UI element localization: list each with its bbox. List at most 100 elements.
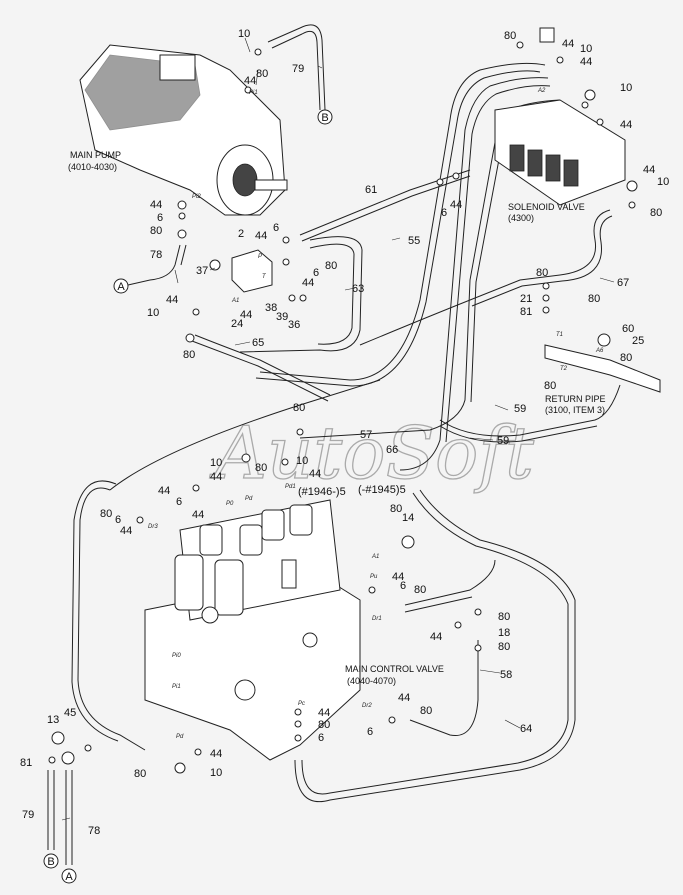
part-number: 44 xyxy=(255,230,267,242)
part-number: 44 xyxy=(240,309,252,321)
caption-main-control-valve-code: (4040-4070) xyxy=(347,676,396,686)
part-number: 80 xyxy=(504,30,516,42)
part-number: 60 xyxy=(622,323,634,335)
part-number: 80 xyxy=(588,293,600,305)
part-number: 80 xyxy=(544,380,556,392)
part-number: 80 xyxy=(256,68,268,80)
caption-solenoid-valve-code: (4300) xyxy=(508,213,534,223)
part-number: 10 xyxy=(296,455,308,467)
part-number: 78 xyxy=(88,825,100,837)
connector-a-left-label: A xyxy=(117,281,125,293)
part-number: 38 xyxy=(265,302,277,314)
part-number: 80 xyxy=(414,584,426,596)
part-number: 44 xyxy=(120,525,132,537)
part-number: 80 xyxy=(420,705,432,717)
captions: MAIN PUMP (4010-4030) SOLENOID VALVE (43… xyxy=(68,150,606,686)
part-number: 10 xyxy=(580,43,592,55)
part-number: 44 xyxy=(430,631,442,643)
part-number: 6 xyxy=(318,732,324,744)
part-number: 6 xyxy=(367,726,373,738)
caption-return-pipe: RETURN PIPE xyxy=(545,394,606,404)
connector-b-bottom xyxy=(43,853,59,869)
part-number: 44 xyxy=(562,38,574,50)
part-number: 80 xyxy=(536,267,548,279)
serial-note-to-1945: (-#1945)5 xyxy=(358,484,406,496)
part-number: 44 xyxy=(158,485,170,497)
port-label: A6 xyxy=(595,348,604,354)
part-number: 80 xyxy=(498,611,510,623)
fittings xyxy=(48,41,638,774)
leader-lines xyxy=(61,37,615,821)
part-number: 80 xyxy=(318,719,330,731)
part-number-labels: 10 44 80 79 80 44 10 44 10 44 44 10 80 6… xyxy=(20,28,669,837)
part-number: 44 xyxy=(309,468,321,480)
port-label: T xyxy=(262,274,267,280)
caption-return-pipe-code: (3100, ITEM 3) xyxy=(545,405,605,415)
port-label: Pu xyxy=(370,574,378,580)
port-label: Dr1 xyxy=(372,616,382,622)
part-number: 80 xyxy=(150,225,162,237)
connector-a-left xyxy=(113,278,129,294)
part-number: 6 xyxy=(400,580,406,592)
part-number: 6 xyxy=(157,212,163,224)
part-number: 80 xyxy=(183,349,195,361)
part-number: 57 xyxy=(360,429,372,441)
port-label: A2 xyxy=(537,88,546,94)
port-label: Pi1 xyxy=(249,90,258,96)
part-number: 44 xyxy=(580,56,592,68)
part-number: 64 xyxy=(520,723,532,735)
part-number: 24 xyxy=(231,318,243,330)
part-number: 44 xyxy=(244,75,256,87)
part-number: 61 xyxy=(365,184,377,196)
hoses xyxy=(47,24,621,865)
port-label: Pi2 xyxy=(192,194,201,200)
part-number: 79 xyxy=(292,63,304,75)
block-2 xyxy=(231,249,273,293)
main-pump xyxy=(79,44,288,216)
connector-b-top-label: B xyxy=(321,112,328,124)
part-number: 44 xyxy=(643,164,655,176)
part-number: 80 xyxy=(134,768,146,780)
port-label: Pc xyxy=(298,701,305,707)
part-number: 65 xyxy=(252,337,264,349)
part-number: 67 xyxy=(617,277,629,289)
part-number: 66 xyxy=(386,444,398,456)
part-number: 39 xyxy=(276,311,288,323)
part-number: 80 xyxy=(650,207,662,219)
connector-a-bottom-label: A xyxy=(65,871,73,883)
caption-main-pump-code: (4010-4030) xyxy=(68,162,117,172)
part-number: 63 xyxy=(352,283,364,295)
part-number: 59 xyxy=(514,403,526,415)
part-number: 55 xyxy=(408,235,420,247)
part-number: 80 xyxy=(390,503,402,515)
return-pipe xyxy=(544,344,661,393)
port-label: Pi0 xyxy=(172,653,181,659)
part-number: 79 xyxy=(22,809,34,821)
port-label: P0 xyxy=(226,501,234,507)
port-label: T2 xyxy=(560,366,568,372)
connector-b-top xyxy=(317,109,333,125)
port-label: Dr2 xyxy=(362,703,372,709)
part-number: 10 xyxy=(147,307,159,319)
port-labels: Pi1 Pi2 P T A1 Dr3 P0 Pd Pd1 Pu Dr1 Pi0 … xyxy=(148,88,604,740)
part-number: 6 xyxy=(441,207,447,219)
port-label: A1 xyxy=(371,554,379,560)
part-number: 80 xyxy=(293,402,305,414)
part-number: 81 xyxy=(520,306,532,318)
main-control-valve xyxy=(144,499,361,761)
part-number: 2 xyxy=(238,228,244,240)
caption-solenoid-valve: SOLENOID VALVE xyxy=(508,202,585,212)
part-number: 6 xyxy=(313,267,319,279)
part-number: 45 xyxy=(64,707,76,719)
part-number: 21 xyxy=(520,293,532,305)
port-label: A1 xyxy=(231,298,239,304)
part-number: 80 xyxy=(100,508,112,520)
watermark: AutoSoft xyxy=(209,411,535,495)
part-number: 44 xyxy=(620,119,632,131)
part-number: 6 xyxy=(176,496,182,508)
solenoid-valve xyxy=(494,27,626,206)
port-label: Pd1 xyxy=(285,484,296,490)
part-number: 44 xyxy=(150,199,162,211)
part-number: 78 xyxy=(150,249,162,261)
